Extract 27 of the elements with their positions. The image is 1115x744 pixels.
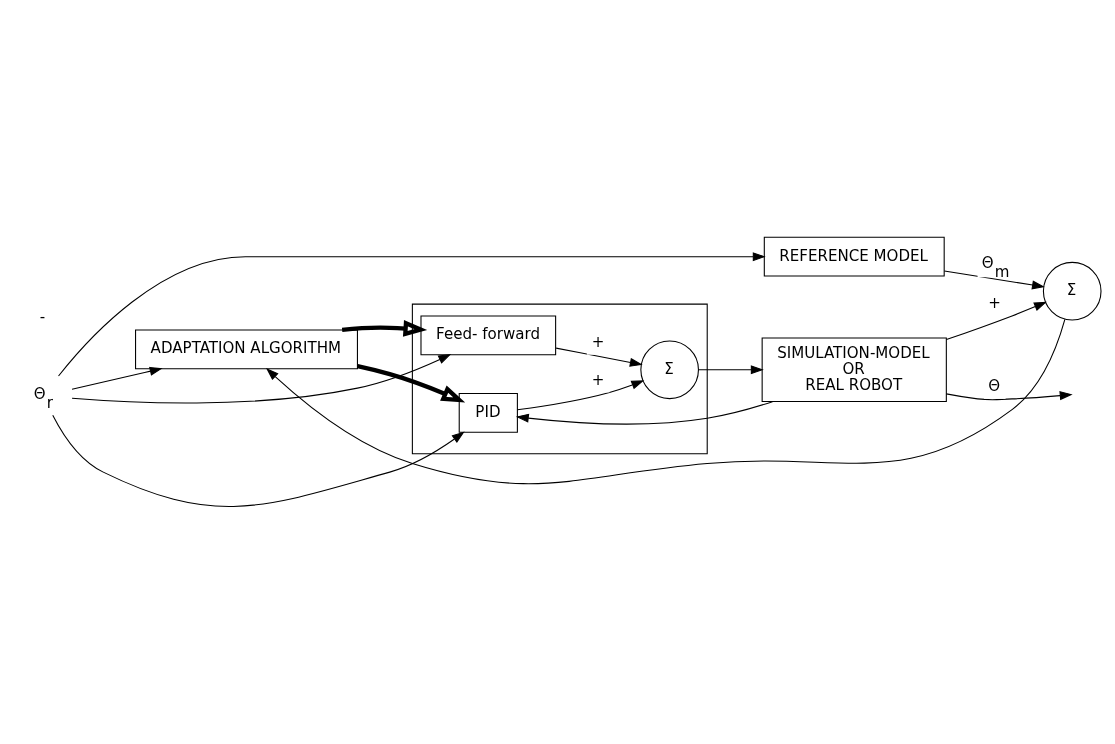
arrow (71, 354, 452, 404)
arrow (266, 318, 1066, 485)
node-box: SIMULATION-MODEL OR REAL ROBOT (761, 337, 947, 403)
arrow (357, 364, 466, 403)
edge-label: + (591, 332, 605, 351)
arrow (341, 320, 428, 337)
node-box: PID (458, 392, 518, 433)
arrow (516, 380, 645, 411)
arrow (943, 270, 1045, 290)
edge-label: + (988, 294, 1001, 313)
arrow (52, 414, 465, 507)
arrow (58, 252, 766, 377)
arrow (71, 366, 163, 390)
node-box: ADAPTATION ALGORITHM (135, 329, 358, 370)
arrow (555, 347, 643, 367)
label: - (39, 308, 46, 327)
edge-label: + (591, 370, 605, 389)
node-circle: Σ (640, 340, 699, 400)
node-box: Feed- forward (420, 315, 557, 356)
arrow (515, 401, 774, 425)
arrow (698, 365, 764, 375)
cluster (411, 303, 708, 455)
arrow (945, 391, 1073, 401)
node-box: REFERENCE MODEL (763, 236, 945, 277)
arrow (945, 301, 1047, 341)
edge-label: Θ (988, 377, 1001, 396)
node-circle: Σ (1042, 261, 1102, 321)
